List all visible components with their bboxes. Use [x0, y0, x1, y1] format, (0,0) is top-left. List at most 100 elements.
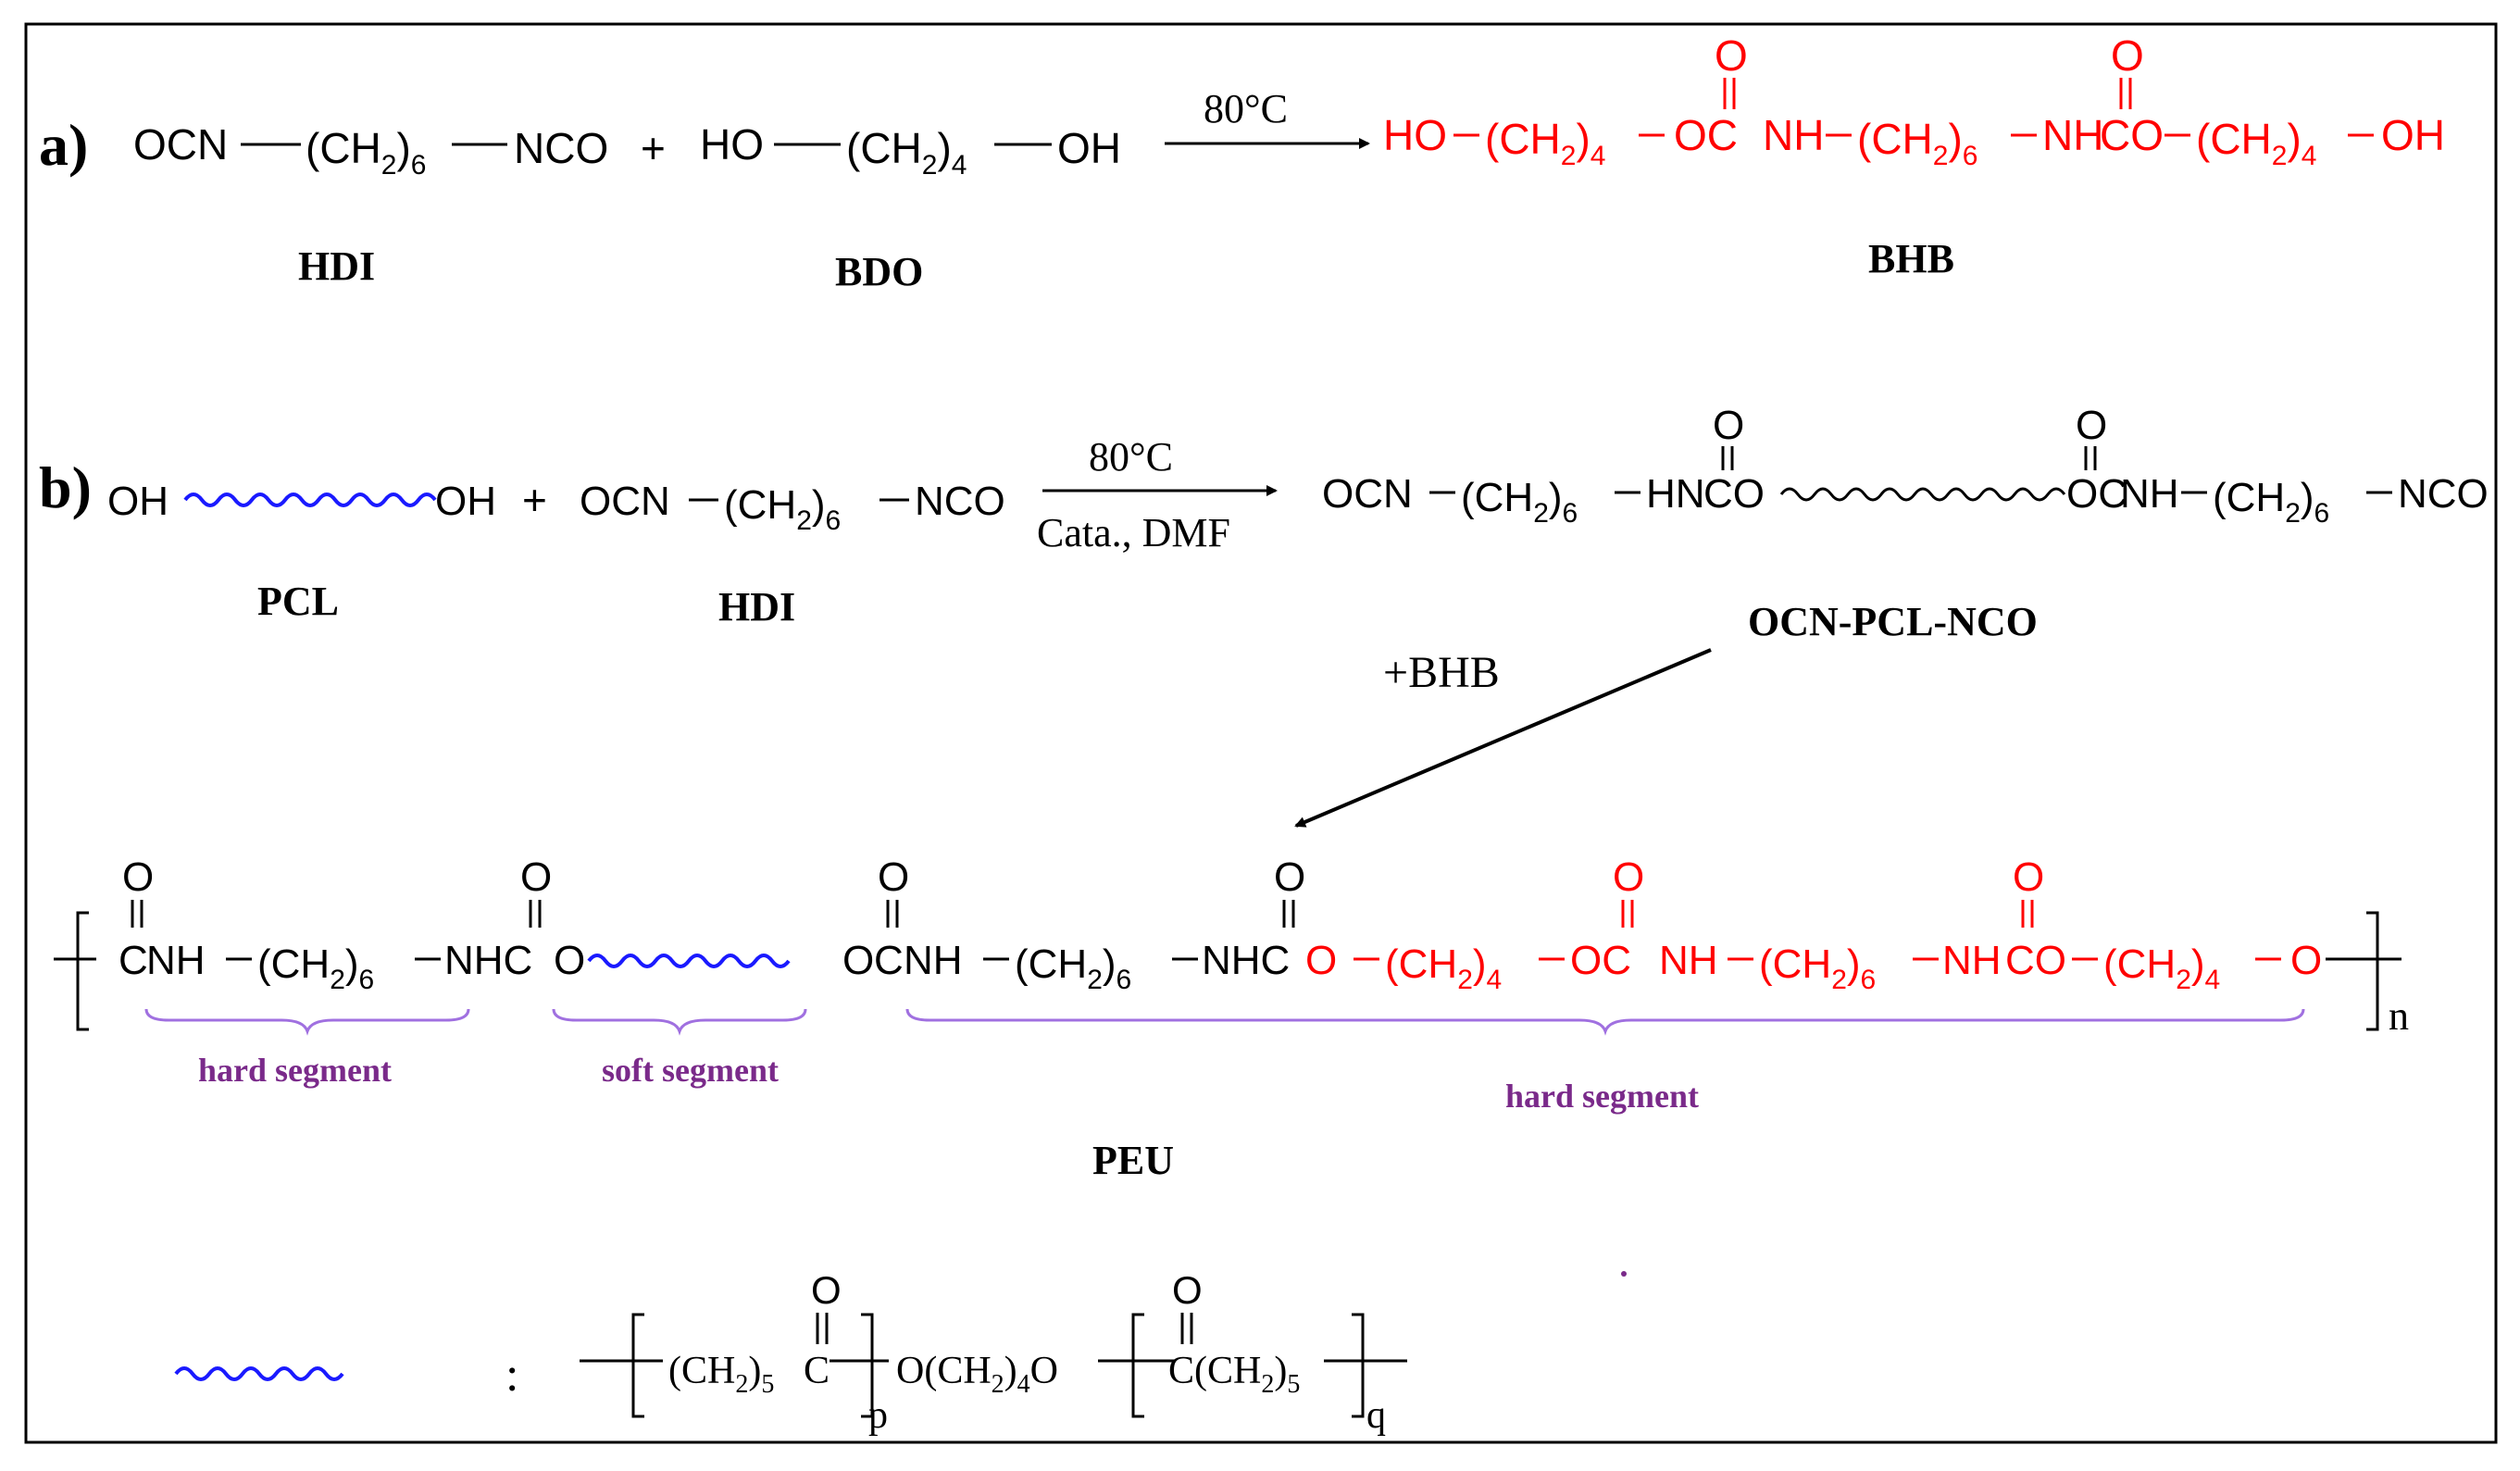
- peu-red-nh-1: NH: [1659, 938, 1718, 983]
- pcl-wave: [183, 492, 437, 507]
- bhb-o-top-2: O: [2111, 31, 2144, 80]
- row-b: b) OH OH + OCN (CH2)6 NCO 80°C Cata., DM…: [39, 403, 2489, 828]
- hdi-b-nco: NCO: [915, 479, 1005, 524]
- arrow-a-temp: 80°C: [1204, 86, 1288, 131]
- legend-q: q: [1366, 1394, 1386, 1437]
- pre-oc: OC: [2066, 471, 2127, 517]
- plus-b: +: [522, 476, 547, 524]
- bracket-close-p: [861, 1313, 874, 1418]
- bhb-addition-label: +BHB: [1383, 648, 1500, 697]
- bdo-formula: HO (CH2)4 OH: [700, 120, 1121, 181]
- hdi-ocn: OCN: [133, 120, 228, 168]
- right-bracket: [2366, 911, 2379, 1031]
- peu-red-o-top-1: O: [1613, 854, 1644, 900]
- bracket-open-p: [631, 1313, 644, 1418]
- frame-border: [24, 22, 2498, 1444]
- peu-o-top-3: O: [878, 854, 909, 900]
- stray-dot: [1621, 1271, 1627, 1277]
- pre-hn: HN: [1646, 471, 1705, 517]
- bhb-oc: OC: [1674, 111, 1738, 159]
- bhb-ch2-3: (CH2)4: [2196, 115, 2316, 171]
- peu-bhb-part: O (CH2)4 OC O NH (CH2)6 NH CO O (CH2)4 O: [1305, 854, 2322, 995]
- peu-o-top-1: O: [122, 854, 154, 900]
- legend-o-top-1: O: [811, 1268, 842, 1312]
- pcl-repeat-formula: (CH2)5 C O p O(CH2)4O C O (CH2)5 q: [580, 1268, 1407, 1437]
- legend-mid: O(CH2)4O: [896, 1350, 1058, 1399]
- pre-o-top-2: O: [2076, 403, 2107, 448]
- bhb-ch2-1: (CH2)4: [1485, 115, 1605, 171]
- brace-hard-1: [144, 1008, 470, 1036]
- pre-co: CO: [1703, 471, 1765, 517]
- hdi-b-ch2: (CH2)6: [724, 482, 841, 536]
- pre-ch2-2: (CH2)6: [2213, 475, 2329, 529]
- peu-nhc-1: NHC: [444, 938, 532, 983]
- peu-red-co: CO: [2005, 938, 2066, 983]
- pre-nco: NCO: [2398, 471, 2489, 517]
- peu-c-1: C: [119, 938, 148, 983]
- bhb-formula: HO (CH2)4 OC O NH (CH2)6 NH CO O (CH2)4 …: [1383, 31, 2445, 171]
- peu-red-nh-2: NH: [1942, 938, 2002, 983]
- row-a: a) OCN (CH2)6 NCO + HO (CH2)4 OH 80°C HO…: [39, 31, 2445, 294]
- bhb-o-top-1: O: [1715, 31, 1748, 80]
- peu-nh-1: NH: [146, 938, 206, 983]
- hdi-ch2-open: (CH2)6: [306, 124, 426, 181]
- peu-red-o-end: O: [2290, 938, 2322, 983]
- bhb-ho: HO: [1383, 111, 1447, 159]
- arrow-b-conditions: Cata., DMF: [1037, 510, 1230, 555]
- hdi-b-ocn: OCN: [580, 479, 670, 524]
- name-pcl: PCL: [257, 579, 339, 624]
- pre-o-top-1: O: [1713, 403, 1744, 448]
- peu-ch2-2: (CH2)6: [1015, 941, 1131, 995]
- bracket-close-q: [1352, 1313, 1365, 1418]
- label-soft-segment: soft segment: [602, 1052, 779, 1089]
- row-b-names: PCL HDI OCN-PCL-NCO: [257, 579, 2038, 644]
- legend-ch2-1: (CH2)5: [668, 1350, 774, 1399]
- peu-red-ch2-3: (CH2)4: [2103, 941, 2220, 995]
- peu-red-oc: OC: [1570, 938, 1631, 983]
- bhb-oh: OH: [2381, 111, 2445, 159]
- peu-c-2: C: [874, 938, 904, 983]
- bhb-nh-2: NH: [2042, 111, 2103, 159]
- name-hdi-a: HDI: [298, 243, 375, 289]
- pre-ch2-1: (CH2)6: [1461, 475, 1578, 529]
- peu-soft-wave: [587, 954, 791, 968]
- hdi-formula-b: OCN (CH2)6 NCO: [580, 479, 1005, 536]
- pre-ocn: OCN: [1322, 471, 1413, 517]
- pre-nh: NH: [2120, 471, 2179, 517]
- bhb-ch2-2: (CH2)6: [1857, 115, 1977, 171]
- peu-o-2: O: [842, 938, 874, 983]
- pcl-diol: OH OH: [107, 479, 496, 524]
- hdi-formula-a: OCN (CH2)6 NCO: [133, 120, 608, 181]
- peu-o-1: O: [554, 938, 585, 983]
- name-hdi-b: HDI: [718, 584, 795, 630]
- bhb-nh-1: NH: [1763, 111, 1824, 159]
- name-prepolymer: OCN-PCL-NCO: [1748, 599, 2038, 644]
- name-bdo: BDO: [835, 249, 923, 294]
- arrow-to-peu: [1294, 648, 1712, 828]
- segment-labels: hard segment soft segment hard segment: [198, 1052, 1699, 1115]
- hdi-nco: NCO: [514, 124, 608, 172]
- peu-subscript-n: n: [2389, 993, 2409, 1039]
- bdo-ch2: (CH2)4: [846, 124, 967, 181]
- legend-c-2: C: [1168, 1350, 1194, 1392]
- bdo-oh: OH: [1057, 124, 1121, 172]
- bdo-ho: HO: [700, 120, 764, 168]
- pcl-oh-right: OH: [435, 479, 496, 524]
- legend-ch2-2: (CH2)5: [1194, 1350, 1300, 1399]
- name-peu: PEU: [1092, 1138, 1174, 1183]
- peu-nh-2: NH: [904, 938, 963, 983]
- bracket-open-q: [1131, 1313, 1144, 1418]
- brace-hard-2: [905, 1008, 2305, 1036]
- pcl-legend: : (CH2)5 C O p O(CH2)4O C O (CH2)5 q: [174, 1268, 1407, 1437]
- bhb-co: CO: [2100, 111, 2164, 159]
- left-bracket: [76, 911, 89, 1031]
- peu-nhc-2: NHC: [1202, 938, 1290, 983]
- label-hard-segment-1: hard segment: [198, 1052, 392, 1089]
- legend-p: p: [868, 1394, 888, 1437]
- brace-soft: [552, 1008, 807, 1036]
- legend-colon: :: [505, 1349, 518, 1402]
- peu-red-ch2-2: (CH2)6: [1759, 941, 1876, 995]
- plus-a: +: [641, 124, 666, 172]
- row-a-names: HDI BDO BHB: [298, 236, 1954, 294]
